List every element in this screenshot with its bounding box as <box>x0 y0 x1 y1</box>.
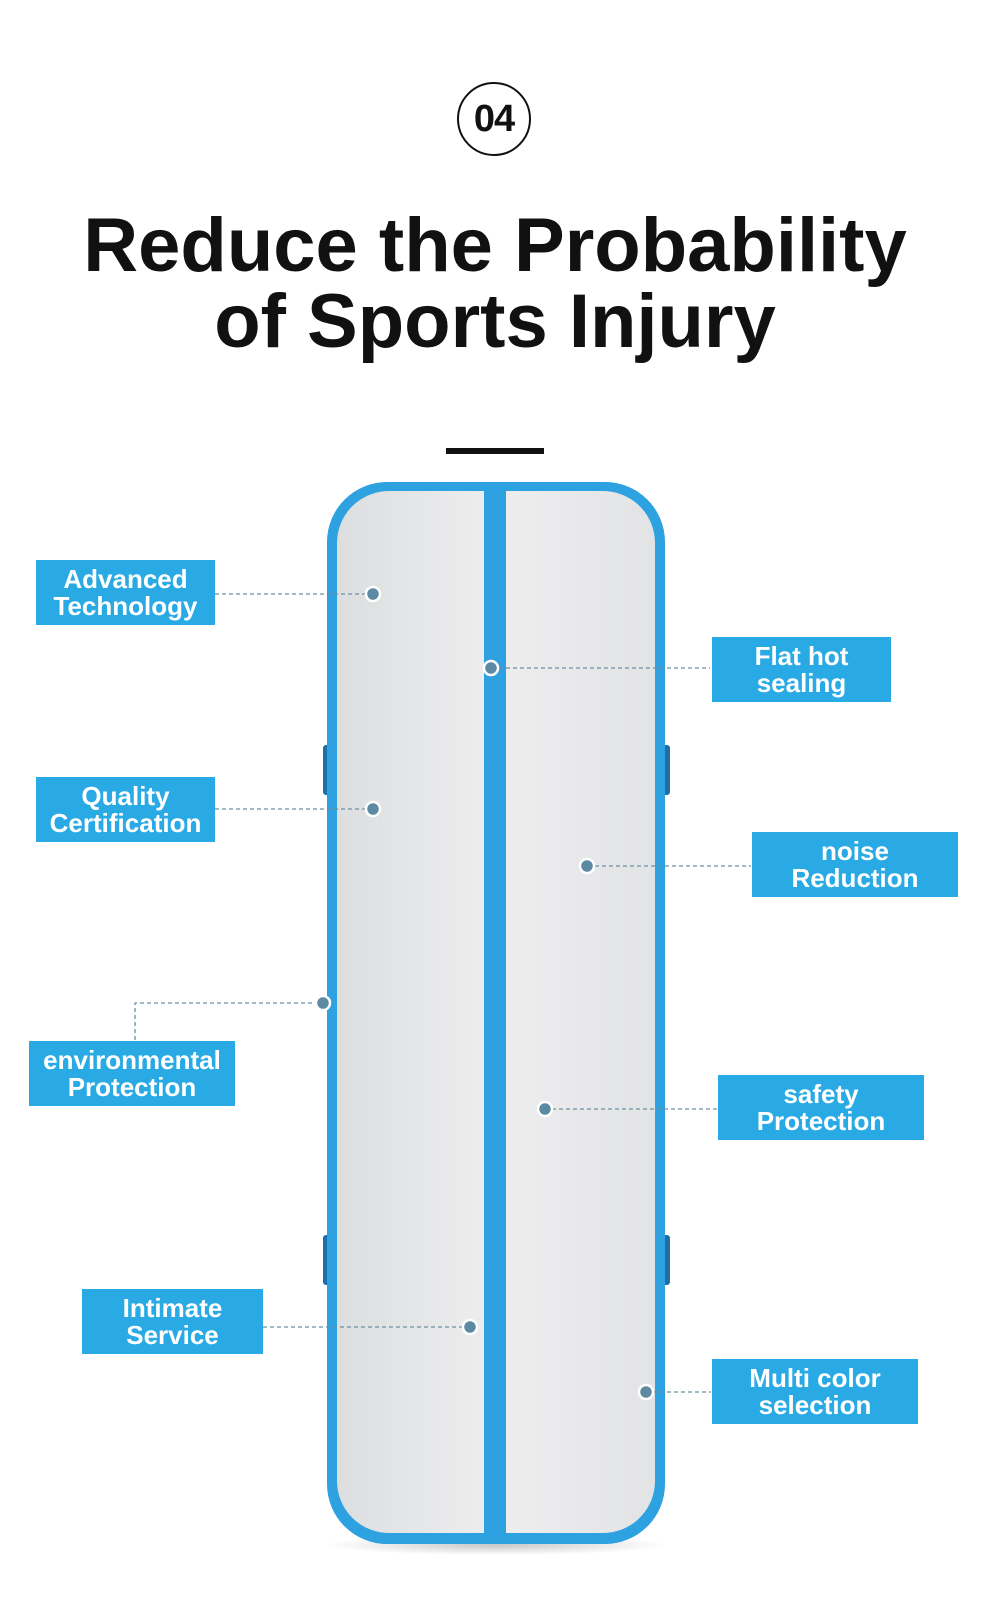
feature-label-line-1: Intimate <box>122 1292 223 1323</box>
feature-label-quality-certification: Quality Certification <box>36 777 215 842</box>
feature-label-line-1: noise <box>821 835 889 866</box>
feature-label-line-1: Flat hot <box>754 640 849 671</box>
page-title-line-1: Reduce the Probability <box>83 203 907 288</box>
feature-label-line-2: Protection <box>67 1071 197 1102</box>
feature-label-multi-color-selection: Multi color selection <box>712 1359 918 1424</box>
callout-dot-advanced-technology <box>364 585 382 603</box>
callout-dot-flat-hot-sealing <box>482 659 500 677</box>
callout-dot-noise-reduction <box>578 857 596 875</box>
feature-label-intimate-service: Intimate Service <box>82 1289 263 1354</box>
feature-label-line-1: safety <box>783 1078 859 1109</box>
feature-label-line-2: sealing <box>756 667 847 698</box>
callout-dot-quality-certification <box>364 800 382 818</box>
feature-label-noise-reduction: noise Reduction <box>752 832 958 897</box>
feature-label-line-2: Technology <box>53 590 198 621</box>
feature-label-line-2: Service <box>126 1319 219 1350</box>
callout-line-environmental-protection <box>134 1002 323 1040</box>
callout-dot-environmental-protection <box>314 994 332 1012</box>
mat-center-stripe <box>484 488 506 1538</box>
feature-label-environmental-protection: environmental Protection <box>29 1041 235 1106</box>
feature-label-line-2: Certification <box>49 807 202 838</box>
title-divider <box>446 448 544 454</box>
callout-dot-intimate-service <box>461 1318 479 1336</box>
callout-lines <box>134 593 751 1393</box>
feature-label-line-2: selection <box>758 1389 872 1420</box>
step-number-badge: 04 <box>457 82 531 156</box>
feature-label-safety-protection: safety Protection <box>718 1075 924 1140</box>
callout-dot-multi-color-selection <box>637 1383 655 1401</box>
feature-label-line-1: Quality <box>81 780 170 811</box>
feature-label-line-2: Protection <box>756 1105 886 1136</box>
feature-label-advanced-technology: Advanced Technology <box>36 560 215 625</box>
feature-label-line-1: environmental <box>43 1044 221 1075</box>
feature-label-line-2: Reduction <box>791 862 919 893</box>
feature-label-flat-hot-sealing: Flat hot sealing <box>712 637 891 702</box>
page-title: Reduce the Probability of Sports Injury <box>0 208 990 360</box>
feature-label-line-1: Advanced <box>63 563 188 594</box>
page-title-line-2: of Sports Injury <box>214 279 776 364</box>
feature-label-line-1: Multi color <box>749 1362 881 1393</box>
callout-dot-safety-protection <box>536 1100 554 1118</box>
callout-dots <box>314 585 655 1401</box>
